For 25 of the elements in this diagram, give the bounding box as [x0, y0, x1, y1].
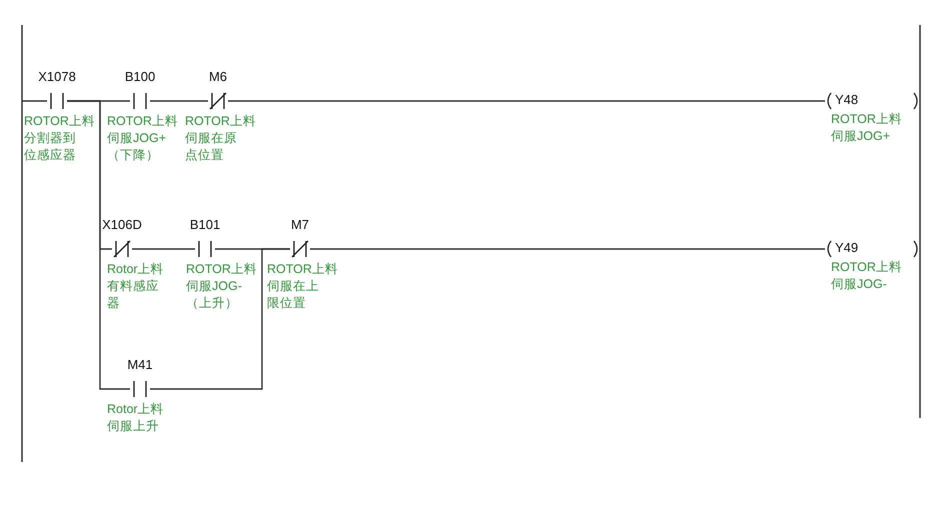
comment-text: ROTOR上料伺服JOG-（上升） — [186, 261, 257, 312]
comment-text: ROTOR上料分割器到位感应器 — [24, 113, 95, 164]
wire — [310, 248, 825, 250]
device-label: X106D — [101, 217, 143, 233]
comment-text: ROTOR上料伺服JOG+（下降） — [107, 113, 178, 164]
comment-text: ROTOR上料伺服在上限位置 — [267, 261, 338, 312]
wire — [132, 248, 195, 250]
wire — [22, 100, 47, 102]
comment-text: ROTOR上料伺服JOG- — [831, 259, 902, 293]
comment-text: Rotor上料伺服上升 — [107, 401, 164, 435]
device-label: X1078 — [37, 69, 77, 85]
device-label: M7 — [290, 217, 310, 233]
comment-text: Rotor上料有料感应器 — [107, 261, 164, 312]
comment-text: ROTOR上料伺服在原点位置 — [185, 113, 256, 164]
device-label: M6 — [208, 69, 228, 85]
device-label: B101 — [188, 217, 222, 233]
wire — [67, 100, 130, 390]
wire — [150, 248, 290, 390]
device-label: Y48 — [835, 92, 858, 108]
wire — [150, 100, 208, 102]
wire — [228, 100, 825, 102]
comment-text: ROTOR上料伺服JOG+ — [831, 111, 902, 145]
device-label: B100 — [124, 69, 156, 85]
device-label: M41 — [126, 357, 154, 373]
device-label: Y49 — [835, 240, 858, 256]
